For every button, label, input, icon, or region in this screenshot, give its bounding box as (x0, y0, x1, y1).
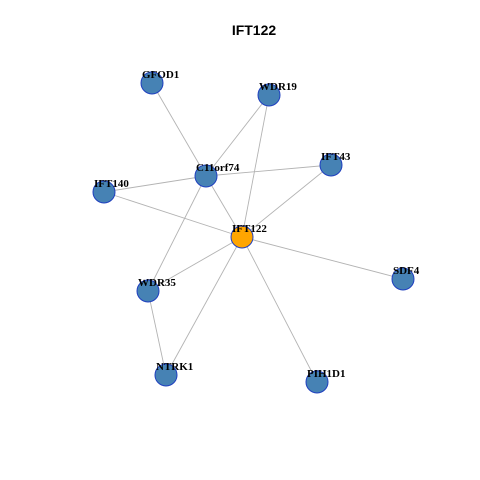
edge-c11orf74-ift43 (205, 164, 332, 177)
edges-layer (103, 82, 404, 383)
node-label-ift140: IFT140 (94, 178, 129, 190)
edge-wdr19-ift122 (241, 94, 270, 238)
edge-c11orf74-ift140 (103, 175, 207, 193)
node-ift122[interactable] (230, 225, 254, 249)
edge-ift43-ift122 (241, 164, 332, 238)
node-wdr19[interactable] (257, 83, 281, 107)
edge-c11orf74-wdr35 (147, 175, 207, 292)
edge-c11orf74-ift122 (205, 175, 243, 238)
edge-ift140-ift122 (103, 191, 243, 238)
edge-ift122-pih1d1 (241, 236, 318, 383)
edge-wdr19-c11orf74 (205, 94, 270, 177)
node-pih1d1[interactable] (305, 370, 329, 394)
node-ift140[interactable] (92, 180, 116, 204)
edge-ift122-sdf4 (241, 236, 404, 280)
node-c11orf74[interactable] (194, 164, 218, 188)
node-label-ift43: IFT43 (321, 151, 351, 163)
node-wdr35[interactable] (136, 279, 160, 303)
node-label-sdf4: SDF4 (393, 265, 420, 277)
node-ift43[interactable] (319, 153, 343, 177)
node-label-c11orf74: C11orf74 (196, 162, 240, 174)
node-label-ift122: IFT122 (232, 223, 267, 235)
edge-wdr35-ntrk1 (147, 290, 167, 376)
edge-gfod1-c11orf74 (151, 82, 207, 177)
nodes-layer (92, 71, 415, 394)
edge-ift122-wdr35 (147, 236, 243, 292)
node-ntrk1[interactable] (154, 363, 178, 387)
node-label-gfod1: GFOD1 (142, 69, 179, 81)
node-label-wdr19: WDR19 (259, 81, 297, 93)
node-label-pih1d1: PIH1D1 (307, 368, 346, 380)
node-sdf4[interactable] (391, 267, 415, 291)
node-gfod1[interactable] (140, 71, 164, 95)
node-label-ntrk1: NTRK1 (156, 361, 193, 373)
edge-ift122-ntrk1 (165, 236, 243, 376)
node-label-wdr35: WDR35 (138, 277, 176, 289)
diagram-title: IFT122 (232, 22, 277, 38)
